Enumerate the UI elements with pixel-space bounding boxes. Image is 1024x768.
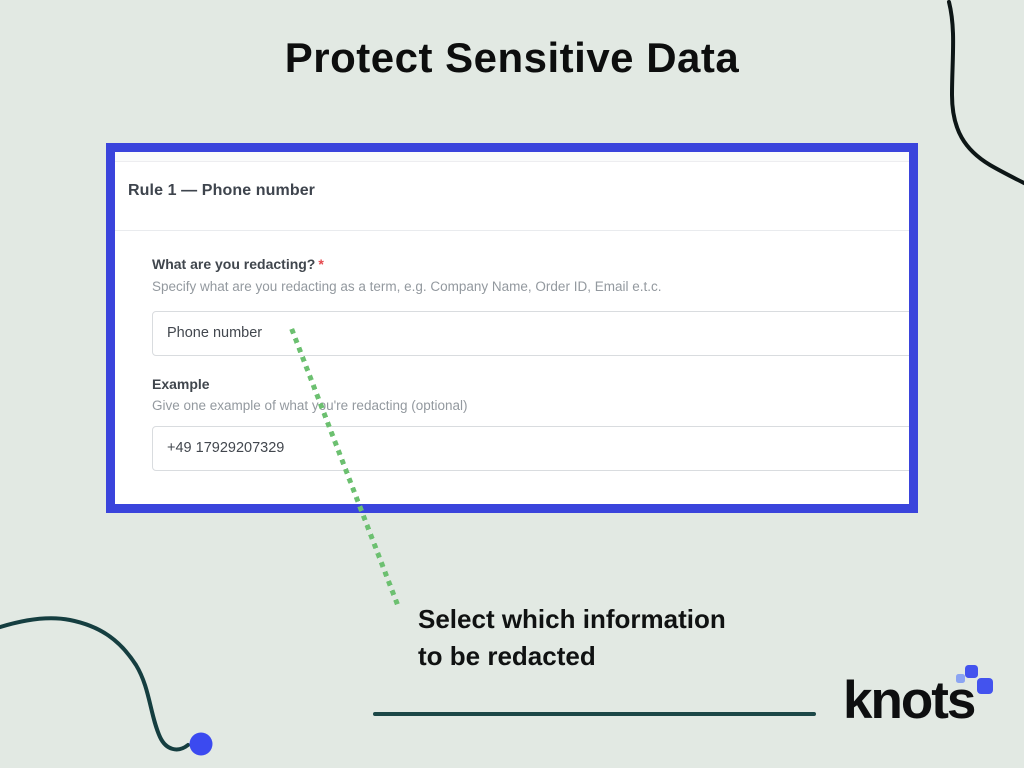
blue-dot (189, 732, 213, 756)
redacting-input[interactable]: Phone number (152, 311, 909, 356)
divider (115, 230, 909, 231)
redacting-label-text: What are you redacting? (152, 256, 316, 272)
logo-square-bottom-icon (977, 678, 993, 694)
redacting-label: What are you redacting?* (152, 256, 324, 272)
annotation-line-2: to be redacted (418, 641, 596, 671)
underline-rule (373, 712, 816, 716)
example-helper: Give one example of what you're redactin… (152, 398, 468, 413)
annotation-line-1: Select which information (418, 604, 726, 634)
rule-header: Rule 1 — Phone number (128, 182, 316, 199)
top-right-curve (947, 0, 1024, 186)
example-label-text: Example (152, 376, 210, 392)
example-label: Example (152, 376, 213, 392)
knots-logo-text: knots (843, 671, 976, 730)
annotation-caption: Select which information to be redacted (418, 601, 726, 675)
screenshot-frame: Rule 1 — Phone number What are you redac… (106, 143, 918, 513)
card-top-strip (115, 152, 909, 162)
knots-logo: knots (843, 665, 993, 730)
logo-square-light-icon (956, 674, 965, 683)
logo-square-top-icon (965, 665, 978, 678)
redacting-helper: Specify what are you redacting as a term… (152, 279, 662, 294)
example-input[interactable]: +49 17929207329 (152, 426, 909, 471)
required-asterisk: * (318, 256, 324, 272)
bottom-left-curve (0, 616, 190, 752)
page-title: Protect Sensitive Data (284, 34, 740, 81)
